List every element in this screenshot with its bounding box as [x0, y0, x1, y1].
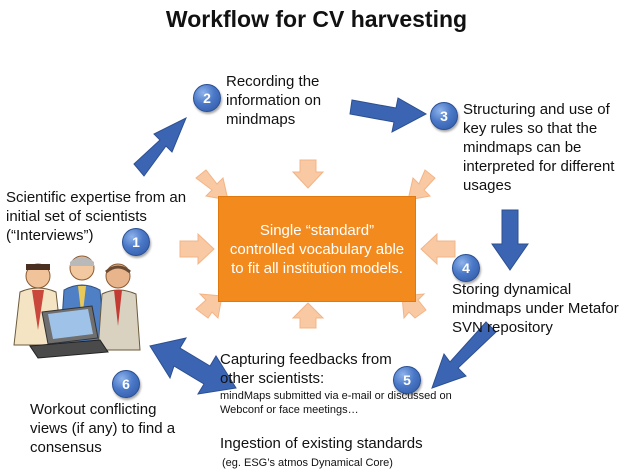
arrow-5-to-6	[149, 337, 237, 395]
step-6-text: Workout conflicting views (if any) to fi…	[30, 401, 176, 456]
inward-arrow-right	[420, 232, 456, 266]
arrow-4-to-5	[431, 321, 497, 389]
inward-arrow-left	[179, 232, 215, 266]
center-vocabulary-text: Single “standard” controlled vocabulary …	[229, 221, 405, 277]
step-5-subtext: mindMaps submitted via e-mail or discuss…	[220, 390, 452, 416]
diagram-title: Workflow for CV harvesting	[165, 6, 468, 32]
inward-arrow-top-left	[195, 169, 229, 201]
arrow-1-to-2	[133, 116, 187, 177]
center-vocabulary-box: Single “standard” controlled vocabulary …	[218, 196, 416, 302]
inward-arrow-bottom-left	[195, 293, 223, 320]
ingestion-subtext: (eg. ESG’s atmos Dynamical Core)	[222, 457, 393, 469]
step-6-badge: 6	[112, 370, 140, 398]
step-5-badge: 5	[393, 366, 421, 394]
arrow-3-to-4	[491, 209, 529, 271]
step-1-badge: 1	[122, 228, 150, 256]
inward-arrow-top	[291, 159, 325, 189]
arrow-2-to-3	[349, 97, 428, 133]
step-4-text: Storing dynamical mindmaps under Metafor…	[452, 281, 619, 336]
step-5-text: Capturing feedbacks from other scientist…	[220, 351, 392, 387]
step-1-text: Scientific expertise from an initial set…	[6, 189, 187, 244]
ingestion-text: Ingestion of existing standards	[220, 435, 423, 452]
step-4-badge: 4	[452, 254, 480, 282]
step-2-text: Recording the information on mindmaps	[226, 73, 322, 128]
step-3-text: Structuring and use of key rules so that…	[463, 101, 615, 194]
step-2-badge: 2	[193, 84, 221, 112]
inward-arrow-bottom	[291, 302, 325, 329]
inward-arrow-top-right	[407, 169, 436, 201]
step-3-badge: 3	[430, 102, 458, 130]
